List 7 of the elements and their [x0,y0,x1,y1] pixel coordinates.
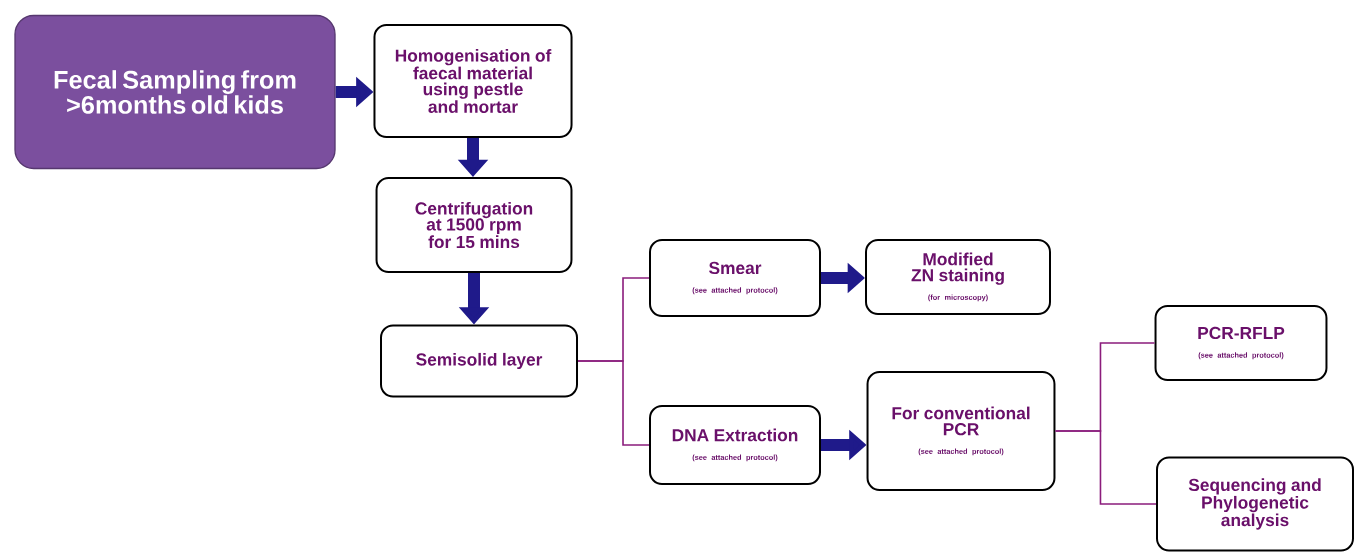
connector-line [1054,430,1157,505]
connector-line [577,360,650,446]
process-box: Semisolid layer [380,324,578,398]
process-box: Centrifugation at 1500 rpm for 15 mins [375,177,573,273]
process-box: Homogenisation of faecal material using pestle and mortar [373,24,573,138]
process-box: Sequencing and Phylogenetic analysis [1156,456,1354,552]
start-box: Fecal Sampling from >6months old kids [14,14,336,170]
